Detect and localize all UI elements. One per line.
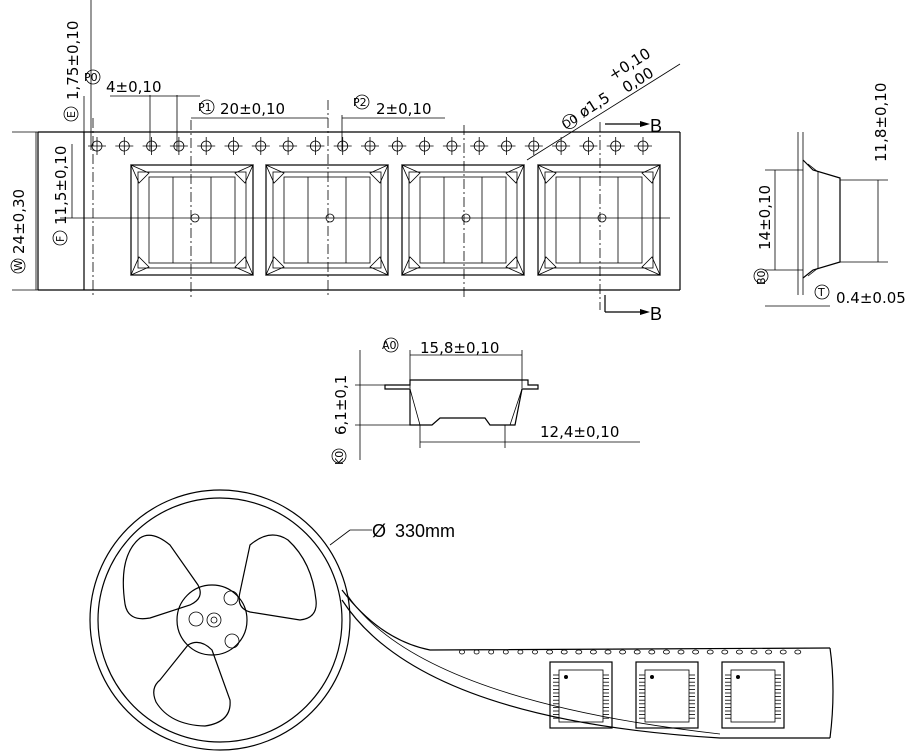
tape-hole: [692, 649, 699, 655]
section-b-bottom: B: [650, 304, 662, 324]
tape-hole: [677, 649, 685, 655]
dim-p1-label: 20±0,10: [220, 100, 285, 118]
dim-p0-symbol: P0: [84, 71, 98, 84]
dim-e: E 1,75±0,10: [63, 0, 92, 150]
tape-hole: [560, 649, 568, 655]
dim-cavity-bottom-label: 12,4±0,10: [540, 423, 619, 441]
sprocket-hole: [579, 137, 598, 155]
side-section-view: 11,8±0,10 14±0,10 B0 T 0.4±0.05: [753, 83, 906, 307]
sprocket-hole: [552, 137, 571, 155]
dim-b0-symbol: B0: [755, 270, 768, 285]
dim-p1: P1 20±0,10: [191, 99, 328, 119]
unwound-tape-holes: [459, 649, 802, 655]
dim-a0-label: 15,8±0,10: [420, 339, 499, 357]
tape-hole: [779, 649, 787, 655]
dim-k0-label: 6,1±0,1: [332, 375, 350, 435]
tape-hole: [575, 649, 583, 655]
sprocket-hole: [251, 137, 270, 155]
tape-hole: [546, 649, 553, 655]
dim-p2: P2 2±0,10: [341, 94, 445, 150]
dim-a0-symbol: A0: [382, 339, 397, 352]
sprocket-hole: [388, 137, 407, 155]
sprocket-hole: [115, 137, 134, 155]
sprocket-hole: [224, 137, 243, 155]
sprocket-hole: [306, 137, 325, 155]
dim-f-label: 11,5±0,10: [52, 146, 70, 225]
pocket-cross-section: A0 15,8±0,10 6,1±0,1 K0 12,4±0,10: [331, 337, 640, 465]
reel-diameter-label: 330mm: [395, 521, 455, 541]
sprocket-hole: [333, 137, 352, 155]
tape-hole: [663, 649, 670, 655]
sprocket-hole: [169, 137, 188, 155]
dim-p2-symbol: P2: [353, 96, 367, 109]
reel-diameter-symbol: Ø: [372, 521, 386, 541]
dim-b0-label: 14±0,10: [756, 185, 774, 250]
carrier-tape-top-view: [37, 100, 681, 310]
dim-d0-label: ø1,5: [576, 89, 614, 122]
tape-hole: [532, 649, 538, 655]
dim-f: F 11,5±0,10: [52, 144, 73, 246]
tape-hole: [488, 649, 495, 655]
dim-p1-symbol: P1: [198, 101, 212, 114]
sprocket-hole: [361, 137, 379, 155]
dim-t-label: 0.4±0.05: [836, 289, 906, 307]
dim-k0-symbol: K0: [333, 451, 346, 465]
tape-hole: [736, 649, 743, 655]
chip: [549, 661, 613, 729]
tape-hole: [604, 649, 612, 655]
unwound-tape: [341, 589, 834, 739]
pocket: [537, 164, 661, 276]
sprocket-hole: [142, 137, 161, 155]
sprocket-hole: [524, 137, 543, 155]
dim-w: W 24±0,30: [10, 131, 38, 291]
tape-hole: [619, 649, 626, 655]
pockets: [130, 164, 661, 276]
dim-p0: P0 4±0,10: [84, 69, 200, 150]
dim-b1-label: 11,8±0,10: [872, 83, 890, 162]
pocket: [265, 164, 389, 276]
tape-hole: [765, 649, 772, 655]
dim-p2-label: 2±0,10: [376, 100, 432, 118]
sprocket-hole: [606, 137, 625, 155]
sprocket-hole: [634, 137, 652, 155]
dim-w-symbol: W: [12, 260, 25, 271]
unwound-tape-chips: [549, 661, 785, 729]
sprocket-holes: [88, 137, 652, 155]
section-b-b: B B: [604, 116, 662, 324]
tape-hole: [502, 649, 509, 655]
dim-p0-label: 4±0,10: [106, 78, 162, 96]
tape-hole: [633, 649, 641, 655]
sprocket-hole: [497, 137, 516, 155]
tape-hole: [750, 649, 758, 655]
tape-hole: [794, 649, 802, 655]
pocket: [130, 164, 254, 276]
dim-f-symbol: F: [54, 236, 67, 242]
sprocket-hole: [470, 137, 489, 155]
tape-hole: [517, 649, 524, 655]
tape-hole: [590, 649, 597, 655]
tape-hole: [706, 649, 714, 655]
tape-hole: [473, 649, 480, 655]
reel: Ø 330mm: [89, 489, 455, 751]
sprocket-hole: [442, 137, 461, 155]
tape-hole: [721, 649, 729, 655]
chip: [635, 661, 699, 729]
tape-hole: [648, 649, 656, 655]
dim-w-label: 24±0,30: [10, 189, 28, 254]
section-b-top: B: [650, 116, 662, 136]
pocket: [401, 164, 525, 276]
dim-t-symbol: T: [817, 286, 825, 299]
sprocket-hole: [415, 137, 434, 155]
dim-e-symbol: E: [65, 111, 78, 118]
sprocket-hole: [197, 137, 216, 155]
sprocket-hole: [279, 137, 298, 155]
dim-e-label: 1,75±0,10: [64, 21, 82, 100]
tape-hole: [459, 649, 465, 655]
dim-d0: D0 ø1,5 +0,10 0,00: [526, 44, 681, 161]
chip: [721, 661, 785, 729]
